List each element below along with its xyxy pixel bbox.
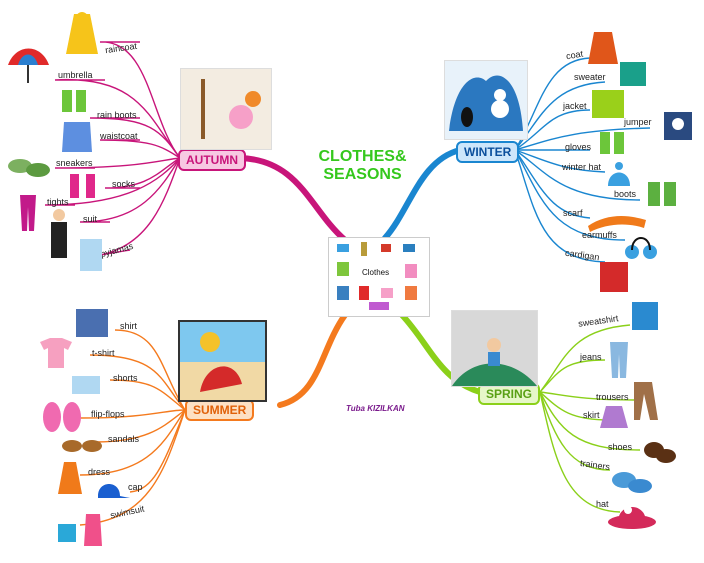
winter-item-jacket: jacket (563, 101, 587, 111)
winter-item-earmuffs: earmuffs (582, 230, 617, 240)
umbrella-icon (8, 48, 49, 83)
spring-item-jeans: jeans (580, 352, 602, 362)
winter-item-boots: boots (614, 189, 637, 199)
summer-item-t-shirt: t-shirt (92, 348, 115, 358)
coat-icon (588, 32, 618, 64)
earmuffs-icon (625, 237, 657, 259)
winter-item-winter-hat: winter hat (562, 162, 602, 172)
winter-item-jumper: jumper (624, 117, 652, 127)
branch-summer (277, 312, 348, 408)
summer-item-sandals: sandals (108, 434, 140, 444)
winter-twigs (514, 57, 651, 263)
shorts-icon (72, 376, 100, 394)
map-title: CLOTHES& SEASONS (318, 148, 407, 183)
trainers-icon (612, 472, 652, 493)
branch-autumn (237, 155, 348, 243)
autumn-item-waistcoat: waistcoat (100, 131, 138, 141)
gloves-icon (600, 132, 624, 154)
summer-item-flip-flops: flip-flops (91, 409, 125, 419)
jumper-icon (664, 112, 692, 140)
center-node: Clothes (328, 237, 430, 317)
trousers-icon (634, 382, 658, 420)
center-label: Clothes (362, 268, 390, 277)
socks-icon (70, 174, 95, 198)
winter-item-sweater: sweater (574, 72, 606, 82)
autumn-twigs (44, 41, 181, 256)
branch-winter (382, 147, 463, 241)
spring-picture (451, 310, 538, 387)
hat-icon (608, 506, 656, 529)
summer-item-shorts: shorts (113, 373, 138, 383)
shoes-icon (644, 442, 676, 463)
hub-winter: WINTER (456, 141, 520, 163)
autumn-item-rain-boots: rain boots (97, 110, 137, 120)
swimsuit-icon (58, 514, 102, 546)
winter-item-gloves: gloves (565, 142, 592, 152)
summer-item-cap: cap (128, 482, 143, 492)
autumn-item-tights: tights (47, 197, 69, 207)
clothes-collage-icon (337, 242, 417, 310)
winter-picture (444, 60, 528, 140)
jeans-icon (610, 342, 628, 378)
summer-item-dress: dress (88, 467, 111, 477)
rain-boots-icon (62, 90, 86, 112)
spring-twigs (539, 324, 641, 513)
spring-item-skirt: skirt (583, 410, 600, 420)
winter-hat-icon (608, 162, 630, 186)
autumn-item-socks: socks (112, 179, 136, 189)
scarf-icon (588, 216, 646, 232)
author-credit: Tuba KIZILKAN (346, 404, 405, 413)
sweater-icon (620, 62, 646, 86)
summer-item-shirt: shirt (120, 321, 138, 331)
skirt-icon (600, 406, 628, 428)
branch-spring (399, 312, 483, 395)
autumn-item-umbrella: umbrella (58, 70, 93, 80)
suit-icon (51, 209, 67, 258)
hub-autumn: AUTUMN (178, 149, 246, 171)
cardigan-icon (600, 262, 628, 292)
spring-item-trousers: trousers (596, 392, 629, 402)
sweatshirt-icon (632, 302, 658, 330)
t-shirt-icon (40, 338, 72, 368)
autumn-item-suit: suit (83, 214, 98, 224)
flip-flops-icon (43, 402, 81, 432)
waistcoat-icon (62, 122, 92, 152)
summer-twigs (79, 329, 186, 526)
shirt-icon (76, 309, 108, 337)
pyjamas-icon (80, 239, 102, 271)
summer-picture (178, 320, 267, 402)
sneakers-icon (8, 159, 50, 177)
dress-icon (58, 462, 82, 494)
raincoat-icon (66, 12, 98, 54)
sandals-icon (62, 440, 102, 452)
autumn-item-sneakers: sneakers (56, 158, 93, 168)
cap-icon (98, 484, 130, 498)
boots-icon (648, 182, 676, 206)
spring-item-shoes: shoes (608, 442, 633, 452)
tights-icon (20, 195, 36, 231)
winter-item-scarf: scarf (563, 208, 583, 218)
spring-item-hat: hat (596, 499, 609, 509)
autumn-picture (180, 68, 272, 150)
jacket-icon (592, 90, 624, 118)
